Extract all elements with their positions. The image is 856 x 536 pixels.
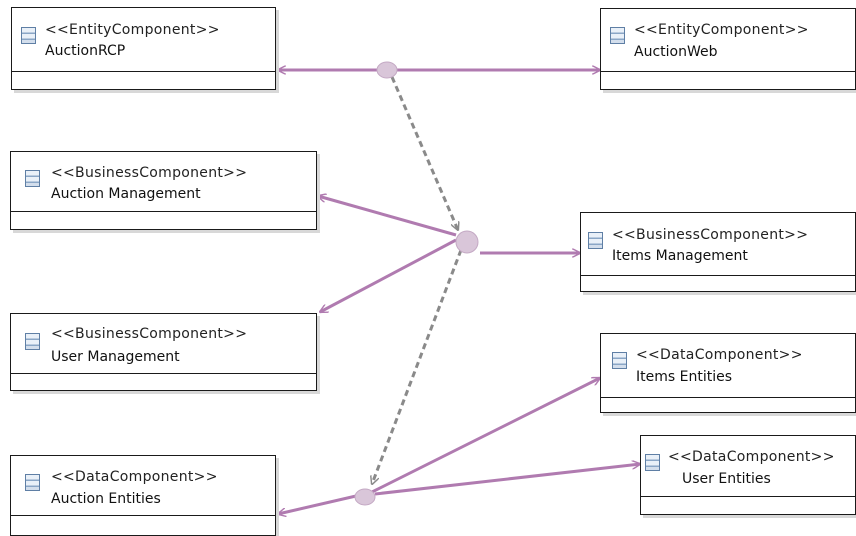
component-icon xyxy=(25,170,40,187)
component-name: Auction Entities xyxy=(51,491,161,507)
association-to-user-management xyxy=(320,238,457,314)
compartment-divider xyxy=(641,496,855,497)
component-user-entities[interactable]: <<DataComponent>> User Entities xyxy=(640,435,856,515)
component-icon xyxy=(25,474,40,491)
component-stereotype: <<DataComponent>> xyxy=(668,449,835,465)
compartment-divider xyxy=(11,373,316,374)
dependency-line-bottom xyxy=(372,249,463,484)
component-stereotype: <<BusinessComponent>> xyxy=(51,165,248,181)
component-name: Items Entities xyxy=(636,369,732,385)
dependency-line-top xyxy=(390,76,458,230)
junction-node-middle[interactable] xyxy=(455,230,479,254)
component-stereotype: <<BusinessComponent>> xyxy=(612,227,809,243)
association-to-user-entities xyxy=(374,464,640,496)
compartment-divider xyxy=(601,71,855,72)
association-to-auction-entities xyxy=(278,494,357,514)
component-icon xyxy=(612,352,627,369)
component-stereotype: <<EntityComponent>> xyxy=(634,22,809,38)
component-icon xyxy=(610,27,625,44)
component-name: User Entities xyxy=(682,471,771,487)
component-icon xyxy=(645,454,660,471)
compartment-divider xyxy=(601,397,855,398)
compartment-divider xyxy=(12,71,275,72)
compartment-divider xyxy=(11,211,316,212)
association-to-auction-management xyxy=(318,196,457,237)
component-stereotype: <<BusinessComponent>> xyxy=(51,326,248,342)
component-stereotype: <<EntityComponent>> xyxy=(45,22,220,38)
component-icon xyxy=(588,232,603,249)
component-icon xyxy=(21,27,36,44)
component-name: Auction Management xyxy=(51,186,201,202)
component-items-management[interactable]: <<BusinessComponent>> Items Management xyxy=(580,212,856,292)
component-auctionrcp[interactable]: <<EntityComponent>> AuctionRCP xyxy=(11,7,276,90)
component-auction-entities[interactable]: <<DataComponent>> Auction Entities xyxy=(10,455,276,536)
component-name: User Management xyxy=(51,349,180,365)
junction-node-top[interactable] xyxy=(376,61,398,79)
component-name: Items Management xyxy=(612,248,748,264)
compartment-divider xyxy=(11,515,275,516)
component-auctionweb[interactable]: <<EntityComponent>> AuctionWeb xyxy=(600,8,856,90)
component-icon xyxy=(25,333,40,350)
compartment-divider xyxy=(581,275,855,276)
association-to-items-entities xyxy=(371,376,600,494)
component-stereotype: <<DataComponent>> xyxy=(636,347,803,363)
component-user-management[interactable]: <<BusinessComponent>> User Management xyxy=(10,313,317,391)
component-stereotype: <<DataComponent>> xyxy=(51,469,218,485)
component-auction-management[interactable]: <<BusinessComponent>> Auction Management xyxy=(10,151,317,230)
component-name: AuctionRCP xyxy=(45,43,126,59)
junction-node-bottom[interactable] xyxy=(354,488,376,506)
component-name: AuctionWeb xyxy=(634,44,718,60)
component-items-entities[interactable]: <<DataComponent>> Items Entities xyxy=(600,333,856,413)
